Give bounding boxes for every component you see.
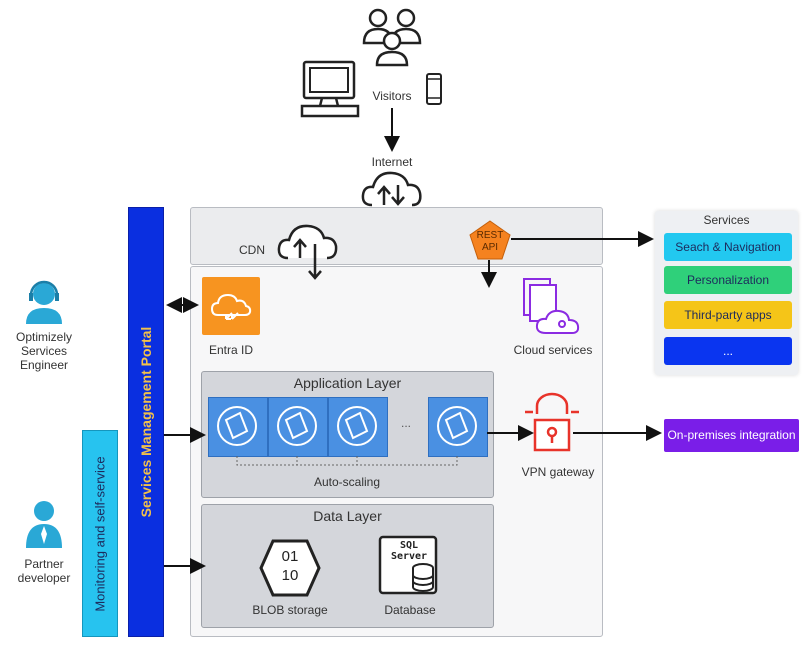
services-management-portal: Services Management Portal (128, 207, 164, 637)
data-layer-title: Data Layer (313, 508, 382, 524)
database-label: Database (384, 603, 436, 617)
engineer-icon (22, 276, 66, 326)
partner-line1: Partner (24, 557, 64, 571)
data-layer: Data Layer (201, 504, 494, 628)
desktop-computer-icon (300, 60, 362, 118)
service-more: ... (664, 337, 792, 365)
engineer-line1: Optimizely (15, 330, 72, 344)
cdn-label: CDN (239, 243, 265, 257)
rest-api-line1: REST (476, 230, 504, 241)
internet-label: Internet (371, 155, 413, 169)
engineer-line2: Services (20, 344, 67, 358)
monitoring-self-service: Monitoring and self-service (82, 430, 118, 637)
blob-digits-2: 10 (281, 567, 299, 584)
sql-server-text: SQL Server (390, 540, 428, 562)
entra-id-icon (202, 277, 260, 335)
service-personalization: Personalization (664, 266, 792, 294)
vpn-gateway-icon (523, 392, 581, 454)
partner-label: Partner developer (4, 557, 84, 585)
rest-api-line2: API (481, 242, 499, 253)
partner-developer-icon (24, 500, 64, 550)
autoscaling-label: Auto-scaling (313, 475, 381, 489)
rest-api-icon: REST API (469, 220, 511, 260)
visitors-label: Visitors (372, 89, 412, 103)
blob-storage-label: BLOB storage (252, 603, 328, 617)
internet-cloud-icon (361, 171, 422, 207)
database-icon: SQL Server (378, 535, 440, 597)
cloud-services-label: Cloud services (513, 343, 593, 357)
engineer-line3: Engineer (19, 358, 69, 372)
entra-id-label: Entra ID (208, 343, 253, 357)
service-search-navigation: Seach & Navigation (664, 233, 792, 261)
engineer-label: Optimizely Services Engineer (4, 330, 84, 372)
services-panel: Services Seach & Navigation Personalizat… (655, 211, 798, 375)
blob-storage-icon: 01 10 (259, 539, 321, 597)
blob-digits-1: 01 (281, 548, 299, 565)
application-layer-title: Application Layer (293, 375, 402, 391)
mobile-phone-icon (425, 72, 443, 106)
service-third-party-apps: Third-party apps (664, 301, 792, 329)
cdn-cloud-icon (277, 224, 338, 260)
on-premises-integration: On-premises integration (664, 419, 799, 452)
vpn-gateway-label: VPN gateway (521, 465, 595, 479)
cdn-frame (190, 207, 603, 265)
app-nodes-ellipsis: ... (400, 416, 411, 430)
cloud-services-icon (522, 277, 586, 335)
users-group-icon (360, 5, 424, 67)
partner-line2: developer (17, 571, 71, 585)
services-panel-title: Services (703, 213, 750, 227)
